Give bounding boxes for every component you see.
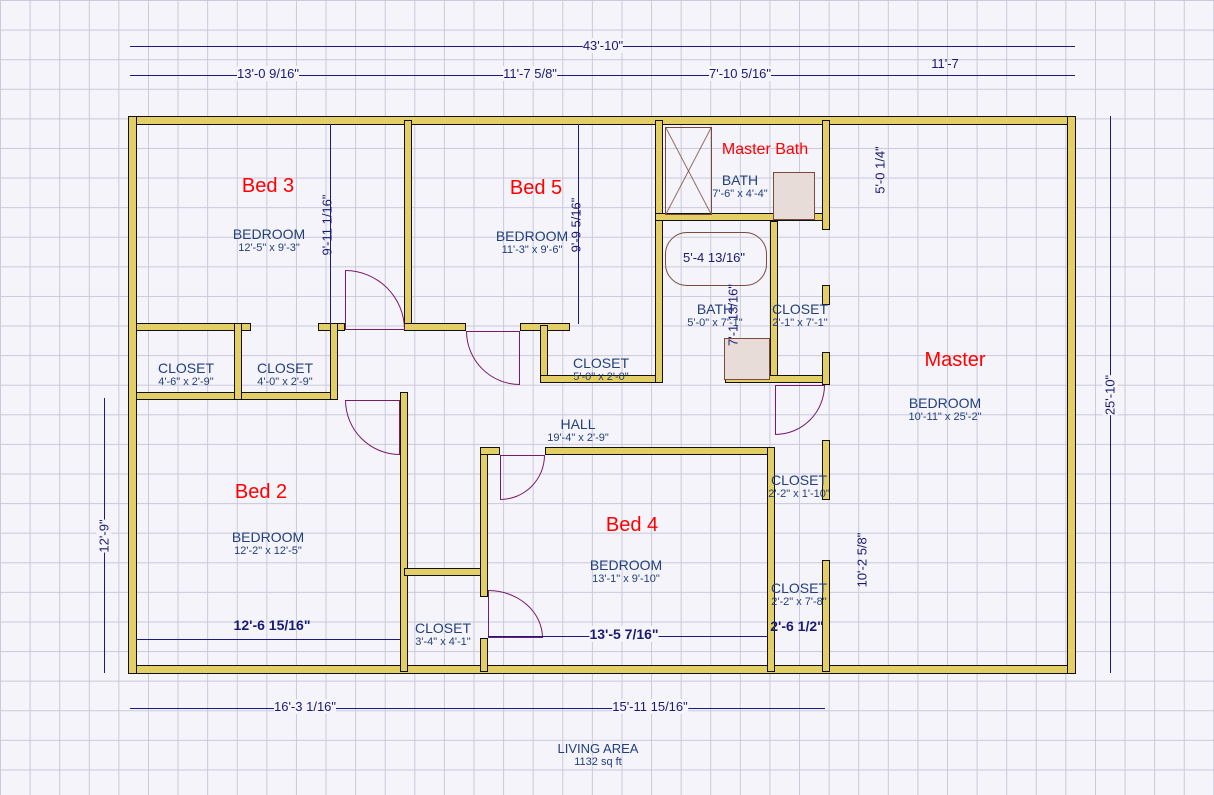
wall: [822, 560, 830, 672]
dim-label: 5'-0 1/4": [872, 146, 888, 194]
wall: [822, 285, 830, 305]
dim-label: 9'-11 1/16": [319, 194, 335, 256]
wall: [404, 323, 466, 331]
dim-bottom: [130, 708, 825, 709]
wall: [136, 323, 251, 331]
wall: [404, 120, 412, 330]
wall: [330, 323, 338, 400]
room-name-bed5: Bed 5: [509, 177, 563, 199]
sink-icon: [724, 338, 770, 380]
wall-top: [128, 116, 1075, 125]
dim-label: 12'-9": [96, 519, 112, 553]
dim-label: 11'-7 5/8": [503, 66, 557, 81]
dim-line: [578, 124, 579, 324]
room-name-master-bath: Master Bath: [721, 141, 809, 158]
wall: [480, 447, 500, 455]
door-swing: [345, 400, 400, 455]
wall: [822, 120, 830, 230]
sink-icon: [773, 172, 815, 220]
dim-top: [130, 75, 1075, 76]
dim-label: 16'-3 1/16": [273, 699, 337, 714]
dim-label: 10'-2 5/8": [854, 532, 870, 588]
wall: [545, 447, 775, 455]
wall-right: [1067, 116, 1076, 674]
dim-label: 7'-10 5/16": [708, 66, 772, 81]
room-name-bed3: Bed 3: [241, 175, 295, 197]
room-name-bed2: Bed 2: [234, 481, 288, 503]
wall: [234, 323, 242, 400]
dim-label: 11'-7: [931, 56, 959, 71]
dim-label: 13'-0 9/16": [236, 66, 300, 81]
dim-label: 13'-5 7/16": [589, 626, 659, 642]
door-swing: [500, 455, 545, 500]
dim-label: 25'-10": [1102, 374, 1118, 416]
door-swing: [345, 270, 405, 330]
wall: [480, 447, 488, 597]
wall: [480, 638, 488, 672]
dim-label: 12'-6 15/16": [233, 617, 311, 633]
door-swing: [466, 331, 520, 385]
wall: [655, 120, 663, 383]
wall: [767, 447, 775, 672]
dim-label: 15'-11 15/16": [612, 699, 688, 714]
shower-icon: [665, 127, 712, 215]
dim-line: [136, 639, 400, 640]
wall: [822, 440, 830, 500]
wall: [822, 352, 830, 385]
wall: [404, 568, 486, 576]
dim-line: [330, 124, 331, 324]
wall: [400, 392, 408, 672]
dim-label: 5'-4 13/16": [682, 250, 746, 265]
dim-label: 2'-6 1/2": [770, 618, 824, 634]
room-name-bed4: Bed 4: [605, 514, 659, 536]
door-swing: [775, 385, 825, 435]
dim-label: 43'-10": [582, 38, 624, 53]
dim-label: 9'-9 5/16": [568, 197, 584, 253]
room-name-master: Master: [924, 349, 986, 371]
wall-bottom: [128, 665, 1075, 674]
tub-icon: [665, 232, 767, 286]
door-swing: [488, 590, 543, 638]
